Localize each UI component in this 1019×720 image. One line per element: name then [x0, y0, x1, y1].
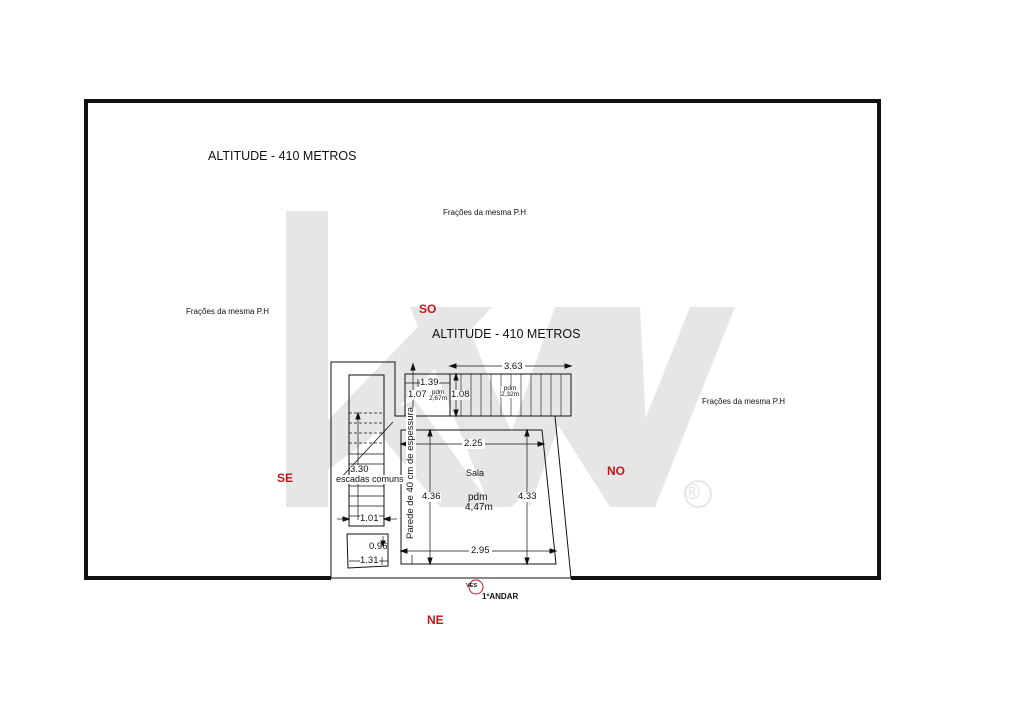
neighbors-label-top: Frações da mesma P.H [443, 208, 526, 217]
sala-ceiling-value: 4,47m [465, 502, 493, 513]
balcony-ceiling-value: 2,32m [501, 391, 520, 399]
balcony-ceiling-label: pdm [503, 385, 517, 392]
outer-boundary [84, 99, 881, 580]
neighbors-label-right: Frações da mesma P.H [702, 397, 785, 406]
stairs-label: escadas comuns [336, 474, 404, 484]
kw-watermark [286, 211, 735, 508]
balcony-height: 1.08 [451, 389, 470, 400]
neighbors-label-left: Frações da mesma P.H [186, 307, 269, 316]
direction-no: NO [607, 464, 625, 478]
direction-se: SE [277, 471, 294, 485]
trademark-symbol: ® [684, 479, 701, 504]
sala-ceiling-label: pdm [468, 492, 488, 503]
wall-thickness-note: Parede de 40 cm de espessura [405, 406, 416, 539]
altitude-label-top: ALTITUDE - 410 METROS [208, 149, 357, 163]
small-room-width: 1.39 [420, 377, 439, 388]
stairs-length: 3.30 [350, 464, 369, 475]
sala-name: Sala [466, 468, 485, 478]
landing-height: 0.96 [369, 541, 388, 552]
entry-marker [468, 579, 484, 595]
sala-right-height: 4.33 [518, 491, 537, 502]
balcony-width: 3.63 [502, 361, 525, 372]
sala-left-height: 4.36 [422, 491, 441, 502]
direction-so: SO [419, 302, 437, 316]
sala-top-width: 2.25 [462, 438, 485, 449]
floor-label: 1ºANDAR [482, 592, 519, 601]
stairs-width: 1.01 [360, 513, 379, 524]
altitude-label-center: ALTITUDE - 410 METROS [432, 327, 581, 341]
small-room-ceiling: pdm 2,67m [429, 389, 448, 403]
sala-bottom-width: 2.95 [469, 545, 492, 556]
entry-marker-label: VES [466, 583, 478, 589]
balcony-ceiling: pdm 2,32m [501, 385, 520, 399]
small-room-ceiling-value: 2,67m [429, 395, 448, 403]
common-stairs [336, 374, 397, 527]
direction-ne: NE [427, 613, 444, 627]
landing-width: 1.31 [360, 555, 379, 566]
unit-walls [330, 361, 572, 579]
small-room-height: 1.07 [408, 389, 427, 400]
small-room-ceiling-label: pdm [431, 389, 445, 396]
